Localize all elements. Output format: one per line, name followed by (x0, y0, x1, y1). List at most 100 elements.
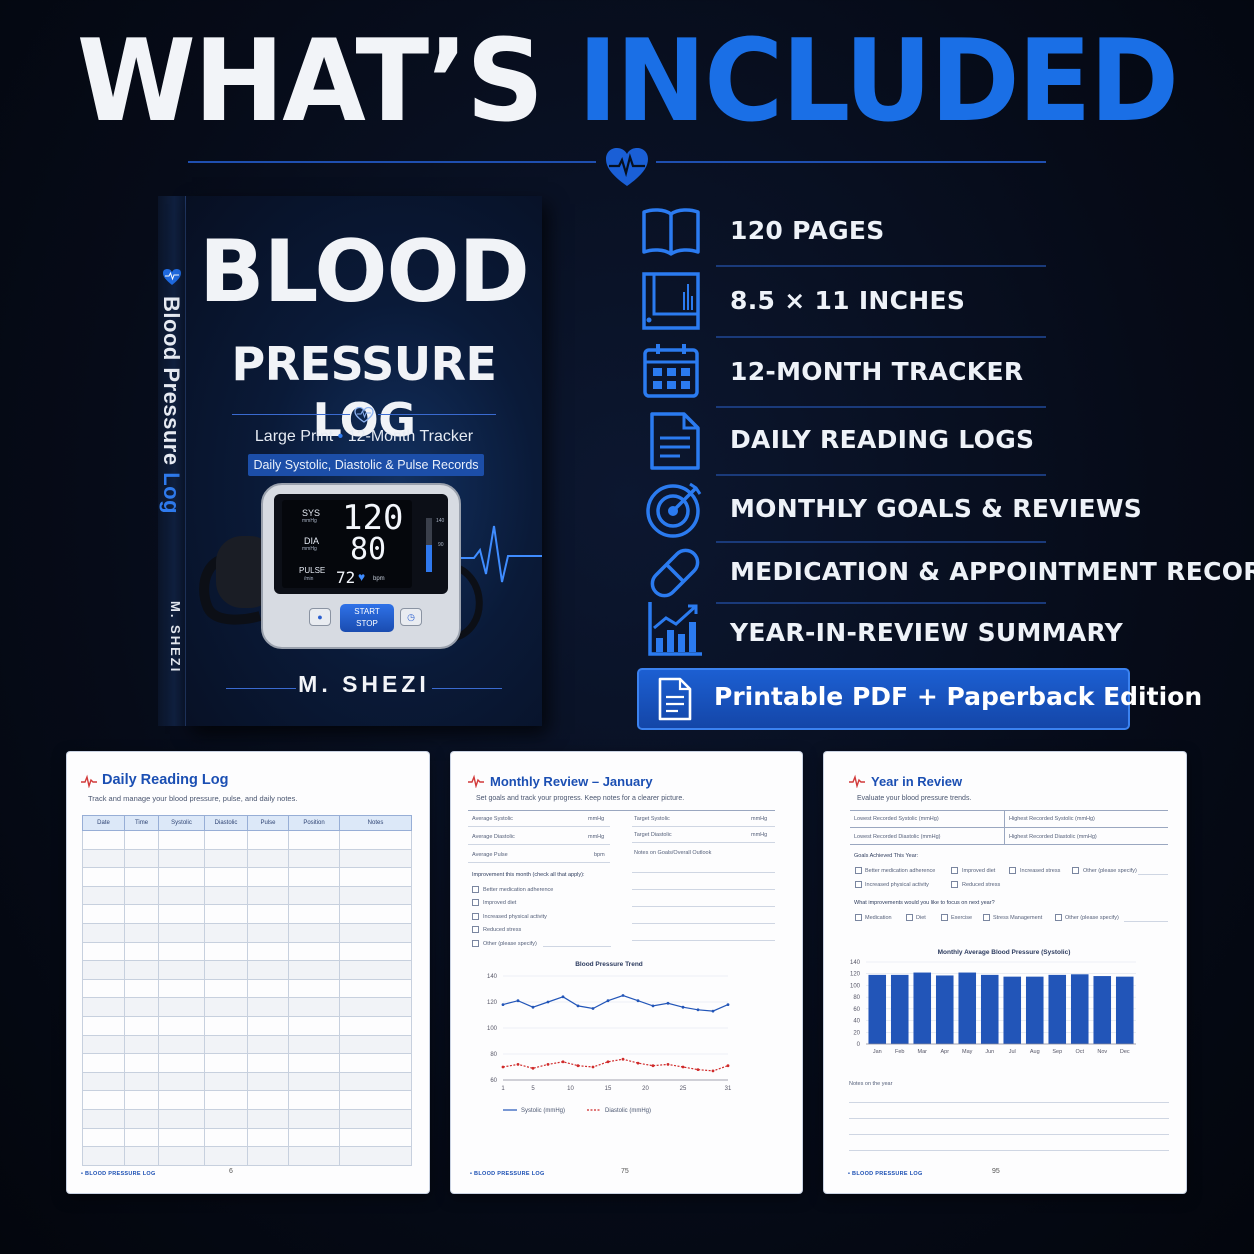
checkbox[interactable] (941, 914, 948, 921)
table-cell[interactable] (204, 1053, 248, 1073)
table-cell[interactable] (204, 941, 248, 962)
table-cell[interactable] (247, 997, 289, 1017)
table-cell[interactable] (82, 1146, 125, 1166)
checkbox[interactable] (855, 914, 862, 921)
table-cell[interactable] (288, 922, 340, 943)
table-cell[interactable] (158, 1090, 205, 1110)
table-cell[interactable] (82, 867, 125, 887)
table-cell[interactable] (82, 941, 125, 962)
table-cell[interactable] (204, 1108, 248, 1129)
table-cell[interactable] (339, 1053, 412, 1073)
table-cell[interactable] (204, 997, 248, 1017)
checkbox[interactable] (472, 940, 479, 947)
table-cell[interactable] (82, 1090, 125, 1110)
table-cell[interactable] (204, 885, 248, 906)
table-cell[interactable] (158, 904, 205, 924)
table-cell[interactable] (247, 867, 289, 887)
table-cell[interactable] (288, 1146, 340, 1166)
table-cell[interactable] (288, 997, 340, 1017)
checkbox[interactable] (951, 867, 958, 874)
table-cell[interactable] (204, 922, 248, 943)
table-cell[interactable] (124, 1034, 159, 1055)
checkbox[interactable] (472, 926, 479, 933)
table-cell[interactable] (288, 978, 340, 999)
table-cell[interactable] (158, 997, 205, 1017)
table-cell[interactable] (247, 1015, 289, 1036)
table-cell[interactable] (204, 867, 248, 887)
table-cell[interactable] (82, 848, 125, 869)
table-cell[interactable] (82, 960, 125, 980)
table-cell[interactable] (288, 1108, 340, 1129)
table-cell[interactable] (339, 1127, 412, 1148)
table-cell[interactable] (124, 830, 159, 850)
table-cell[interactable] (82, 997, 125, 1017)
table-cell[interactable] (339, 1090, 412, 1110)
table-cell[interactable] (124, 1108, 159, 1129)
table-cell[interactable] (247, 1053, 289, 1073)
table-cell[interactable] (288, 885, 340, 906)
table-cell[interactable] (124, 978, 159, 999)
table-cell[interactable] (288, 941, 340, 962)
table-cell[interactable] (124, 1015, 159, 1036)
table-cell[interactable] (288, 1090, 340, 1110)
table-cell[interactable] (124, 904, 159, 924)
table-cell[interactable] (82, 885, 125, 906)
table-cell[interactable] (204, 830, 248, 850)
table-cell[interactable] (339, 941, 412, 962)
table-cell[interactable] (339, 885, 412, 906)
table-cell[interactable] (158, 1053, 205, 1073)
table-cell[interactable] (339, 1146, 412, 1166)
table-cell[interactable] (339, 997, 412, 1017)
table-cell[interactable] (247, 885, 289, 906)
table-cell[interactable] (124, 1146, 159, 1166)
table-cell[interactable] (339, 904, 412, 924)
table-cell[interactable] (158, 1034, 205, 1055)
table-cell[interactable] (247, 1146, 289, 1166)
table-cell[interactable] (204, 1071, 248, 1092)
table-cell[interactable] (124, 1053, 159, 1073)
table-cell[interactable] (288, 848, 340, 869)
table-cell[interactable] (158, 941, 205, 962)
table-cell[interactable] (339, 960, 412, 980)
table-cell[interactable] (82, 978, 125, 999)
table-cell[interactable] (82, 1034, 125, 1055)
table-cell[interactable] (158, 885, 205, 906)
table-cell[interactable] (82, 1015, 125, 1036)
table-cell[interactable] (124, 1127, 159, 1148)
table-cell[interactable] (288, 1071, 340, 1092)
table-cell[interactable] (204, 960, 248, 980)
table-cell[interactable] (339, 848, 412, 869)
table-cell[interactable] (124, 848, 159, 869)
table-cell[interactable] (158, 1127, 205, 1148)
table-cell[interactable] (82, 904, 125, 924)
table-cell[interactable] (158, 867, 205, 887)
table-cell[interactable] (204, 1015, 248, 1036)
table-cell[interactable] (158, 1108, 205, 1129)
table-cell[interactable] (247, 830, 289, 850)
table-cell[interactable] (247, 1108, 289, 1129)
table-cell[interactable] (339, 1015, 412, 1036)
table-cell[interactable] (204, 848, 248, 869)
table-cell[interactable] (247, 1034, 289, 1055)
table-cell[interactable] (247, 941, 289, 962)
table-cell[interactable] (288, 830, 340, 850)
checkbox[interactable] (983, 914, 990, 921)
table-cell[interactable] (288, 1127, 340, 1148)
table-cell[interactable] (339, 978, 412, 999)
table-cell[interactable] (204, 1090, 248, 1110)
table-cell[interactable] (288, 867, 340, 887)
table-cell[interactable] (124, 885, 159, 906)
table-cell[interactable] (339, 830, 412, 850)
checkbox[interactable] (472, 899, 479, 906)
table-cell[interactable] (247, 960, 289, 980)
table-cell[interactable] (158, 1015, 205, 1036)
table-cell[interactable] (247, 848, 289, 869)
table-cell[interactable] (158, 848, 205, 869)
checkbox[interactable] (1072, 867, 1079, 874)
checkbox[interactable] (472, 913, 479, 920)
table-cell[interactable] (158, 830, 205, 850)
table-cell[interactable] (204, 904, 248, 924)
checkbox[interactable] (906, 914, 913, 921)
table-cell[interactable] (204, 978, 248, 999)
table-cell[interactable] (82, 1127, 125, 1148)
